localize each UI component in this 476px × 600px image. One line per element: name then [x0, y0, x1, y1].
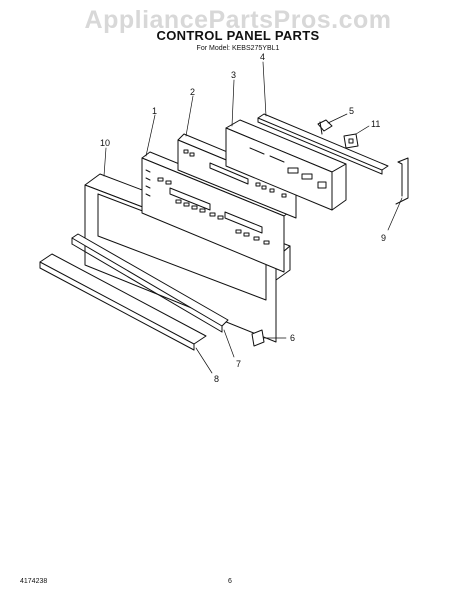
callout-4: 4	[260, 52, 265, 62]
callout-5: 5	[349, 106, 354, 116]
part-lower-channel	[39, 253, 207, 351]
part-hinge-bracket	[395, 157, 409, 205]
part-trim-strip	[257, 113, 389, 175]
page-number: 6	[228, 578, 232, 585]
callout-2: 2	[190, 87, 195, 97]
callout-7: 7	[236, 359, 241, 369]
leader-lines	[103, 61, 403, 374]
callout-10: 10	[100, 138, 110, 148]
callout-6: 6	[290, 333, 295, 343]
document-number: 4174238	[20, 578, 48, 585]
page-title: CONTROL PANEL PARTS	[156, 28, 320, 43]
part-control-bracket	[225, 119, 347, 211]
callout-11: 11	[371, 119, 380, 129]
watermark: AppliancePartsPros.com	[84, 6, 392, 34]
callout-3: 3	[231, 70, 236, 80]
callout-9: 9	[381, 233, 386, 243]
model-subtitle: For Model: KEBS275YBL1	[196, 45, 280, 52]
part-clip-6	[251, 329, 265, 347]
part-bottom-trim	[71, 233, 229, 333]
callout-1: 1	[152, 106, 157, 116]
part-bracket-11	[343, 133, 359, 149]
callout-8: 8	[214, 374, 219, 384]
